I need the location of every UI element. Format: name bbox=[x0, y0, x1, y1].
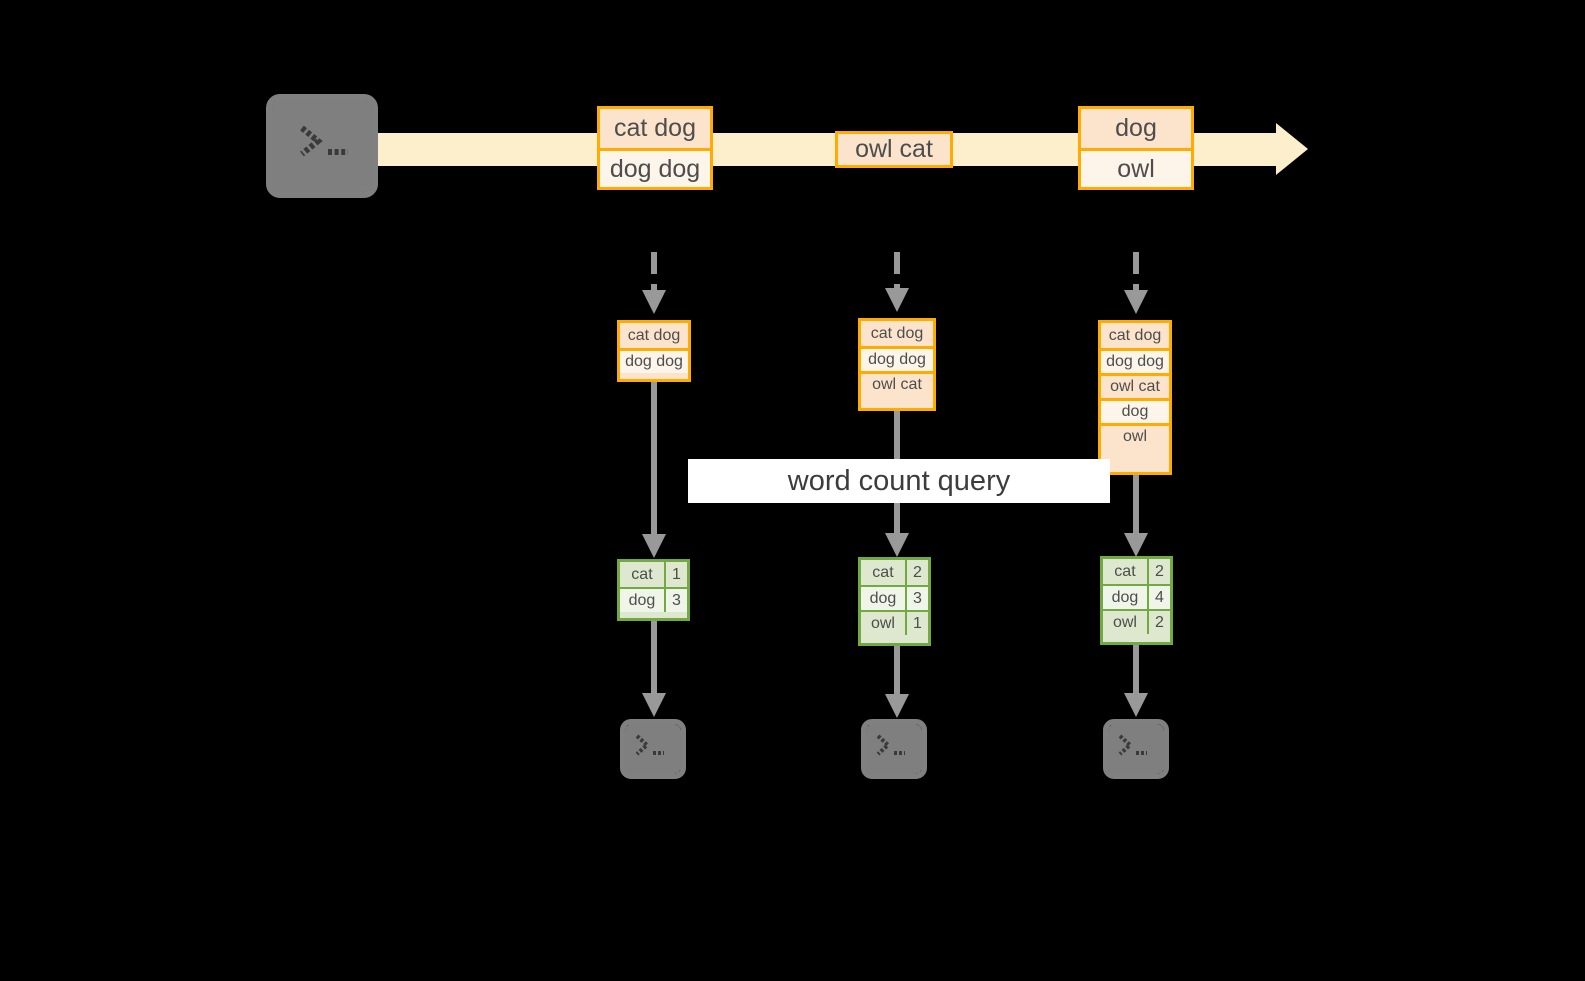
sink-terminal-icon[interactable] bbox=[620, 719, 686, 779]
terminal-prompt-glyph bbox=[1118, 734, 1147, 756]
terminal-screen bbox=[866, 724, 922, 774]
count-cell: 2 bbox=[1146, 611, 1170, 634]
record-line: cat dog bbox=[620, 323, 688, 348]
record-line: owl cat bbox=[861, 371, 933, 396]
count-cell: 2 bbox=[1146, 559, 1170, 584]
sink-arrow bbox=[642, 621, 666, 717]
table-row: dog 4 bbox=[1103, 584, 1170, 609]
record-line: cat dog bbox=[861, 321, 933, 346]
table-row: owl 1 bbox=[861, 610, 928, 635]
terminal-prompt-glyph bbox=[300, 125, 348, 157]
stream-record: dog owl bbox=[1078, 106, 1194, 190]
terminal-prompt-glyph bbox=[635, 734, 664, 756]
word-cell: dog bbox=[1103, 586, 1147, 609]
count-cell: 1 bbox=[904, 612, 928, 635]
sink-arrow bbox=[1124, 645, 1148, 717]
word-cell: owl bbox=[1103, 611, 1147, 634]
count-cell: 1 bbox=[663, 562, 687, 587]
sink-terminal-icon[interactable] bbox=[1103, 719, 1169, 779]
stream-arrowhead bbox=[1276, 123, 1308, 175]
count-cell: 4 bbox=[1146, 586, 1170, 609]
sink-terminal-icon[interactable] bbox=[861, 719, 927, 779]
word-cell: cat bbox=[620, 562, 664, 587]
snapshot-tap-arrow bbox=[642, 252, 666, 314]
count-cell: 2 bbox=[904, 560, 928, 585]
word-cell: dog bbox=[861, 587, 905, 610]
snapshot-tap-arrow bbox=[1124, 252, 1148, 314]
record-line: dog dog bbox=[620, 348, 688, 373]
query-label: word count query bbox=[787, 464, 1011, 497]
table-row: cat 2 bbox=[861, 560, 928, 585]
word-cell: cat bbox=[1103, 559, 1147, 584]
terminal-prompt-glyph bbox=[876, 734, 905, 756]
terminal-screen bbox=[625, 724, 681, 774]
record-line: dog bbox=[1081, 109, 1191, 148]
stream-record: owl cat bbox=[835, 131, 953, 168]
accumulated-records: cat dog dog dog bbox=[617, 320, 691, 382]
record-line: cat dog bbox=[600, 109, 710, 148]
result-table: cat 1 dog 3 bbox=[617, 559, 690, 621]
word-cell: owl bbox=[861, 612, 905, 635]
terminal-screen bbox=[272, 100, 372, 192]
table-row: owl 2 bbox=[1103, 609, 1170, 634]
word-cell: dog bbox=[620, 589, 664, 612]
terminal-screen bbox=[1108, 724, 1164, 774]
table-row: cat 2 bbox=[1103, 559, 1170, 584]
record-line: owl bbox=[1081, 148, 1191, 187]
record-line: owl cat bbox=[838, 134, 950, 165]
accumulated-records: cat dog dog dog owl cat dog owl bbox=[1098, 320, 1172, 475]
table-row: dog 3 bbox=[861, 585, 928, 610]
record-line: dog bbox=[1101, 398, 1169, 423]
result-table: cat 2 dog 4 owl 2 bbox=[1100, 556, 1173, 645]
stream-record: cat dog dog dog bbox=[597, 106, 713, 190]
word-cell: cat bbox=[861, 560, 905, 585]
query-arrow bbox=[1124, 475, 1148, 557]
count-cell: 3 bbox=[663, 589, 687, 612]
query-label-band: word count query bbox=[688, 459, 1110, 503]
record-line: dog dog bbox=[861, 346, 933, 371]
record-line: owl cat bbox=[1101, 373, 1169, 398]
record-line: dog dog bbox=[1101, 348, 1169, 373]
result-table: cat 2 dog 3 owl 1 bbox=[858, 557, 931, 646]
count-cell: 3 bbox=[904, 587, 928, 610]
table-row: cat 1 bbox=[620, 562, 687, 587]
query-arrow bbox=[642, 382, 666, 558]
accumulated-records: cat dog dog dog owl cat bbox=[858, 318, 936, 411]
table-row: dog 3 bbox=[620, 587, 687, 612]
record-line: cat dog bbox=[1101, 323, 1169, 348]
snapshot-tap-arrow bbox=[885, 252, 909, 312]
source-terminal-icon[interactable] bbox=[266, 94, 378, 198]
record-line: owl bbox=[1101, 423, 1169, 448]
record-line: dog dog bbox=[600, 148, 710, 187]
sink-arrow bbox=[885, 646, 909, 718]
